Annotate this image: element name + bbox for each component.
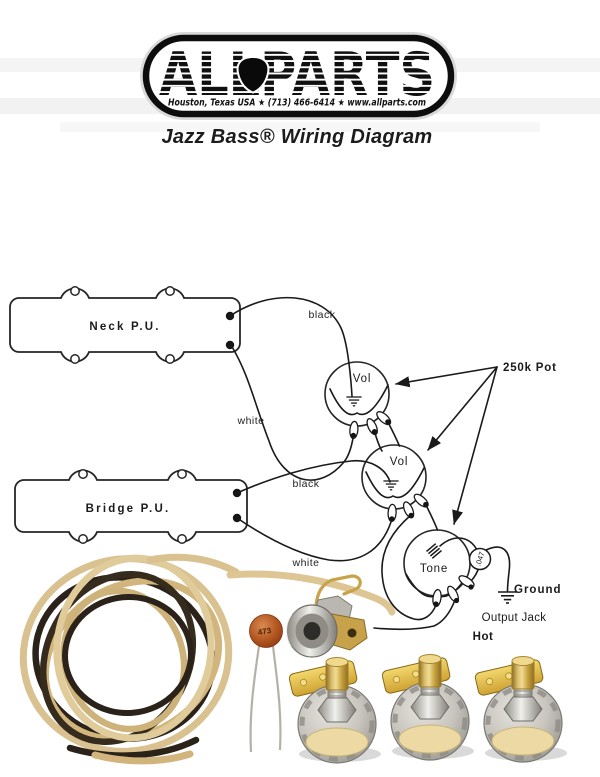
callout-arrow-vol2 — [427, 366, 498, 451]
wire-tone-cap — [439, 537, 478, 551]
capacitor-leg — [271, 645, 282, 751]
label-bridge-black: black — [292, 478, 319, 490]
tone-label: Tone — [420, 563, 448, 575]
bridge-pickup-label: Bridge P.U. — [86, 503, 171, 515]
ground-label: Ground — [514, 584, 562, 596]
capacitor-marking: 473 — [257, 626, 272, 637]
photo-pot-1 — [288, 658, 381, 764]
capacitor-leg — [249, 645, 261, 753]
black-wire-end — [66, 736, 200, 759]
photo-capacitor: 473 — [249, 614, 283, 753]
vol2-internals: Vol — [365, 456, 425, 499]
capacitor-disc — [249, 614, 283, 648]
cream-wire-end — [146, 553, 240, 576]
label-bridge-white: white — [291, 557, 319, 569]
bridge-pickup: Bridge P.U. — [14, 469, 248, 544]
wire-bridge-white — [236, 517, 392, 562]
pot-callout: 250k Pot — [503, 362, 557, 374]
photo-pot-3 — [474, 657, 567, 763]
wire-hot — [373, 599, 456, 631]
guitar-pick-icon — [236, 55, 270, 94]
pot-lugs — [348, 408, 477, 608]
photo-wire-coil — [19, 553, 396, 765]
allparts-logo: ALLPARTS Houston, Texas USA ★ (713) 466-… — [140, 32, 457, 120]
vol1-label: Vol — [353, 373, 371, 385]
case-solder-hatch — [426, 543, 442, 559]
logo-tagline: Houston, Texas USA ★ (713) 466-6414 ★ ww… — [168, 98, 426, 109]
capacitor-symbol: .047 — [468, 547, 492, 571]
wire-vol2-tone-case — [424, 503, 439, 531]
wire-neck-white — [230, 344, 355, 481]
photo-output-jack — [286, 574, 368, 658]
wire-vol2-tone — [381, 514, 437, 621]
logo-pill — [142, 34, 455, 118]
wire-neck-black — [229, 296, 353, 397]
vol1-internals: Vol — [329, 373, 389, 416]
callout-arrow-vol1 — [395, 366, 498, 388]
photo-pot-2 — [381, 655, 474, 761]
vol2-label: Vol — [390, 456, 408, 468]
schematic-wires — [229, 296, 511, 631]
jack-prong — [314, 574, 362, 608]
label-neck-white: white — [236, 415, 264, 427]
cap-value-label: .047 — [473, 551, 486, 568]
neck-pickup-label: Neck P.U. — [89, 321, 160, 333]
brand-text: ALLPARTS — [159, 40, 435, 110]
pot-callout-group: 250k Pot — [395, 362, 557, 525]
label-neck-black: black — [308, 309, 335, 321]
wire-bridge-black — [236, 459, 391, 494]
wire-vol1-vol2-b — [387, 421, 401, 447]
hot-label: Hot — [473, 631, 494, 643]
wire-cap-ground — [483, 546, 511, 592]
cream-wire-strand — [226, 570, 396, 616]
page-title: Jazz Bass® Wiring Diagram — [161, 126, 432, 148]
output-jack-label: Output Jack — [482, 612, 547, 624]
neck-pickup: Neck P.U. — [9, 286, 241, 364]
callout-arrow-tone — [452, 366, 498, 525]
